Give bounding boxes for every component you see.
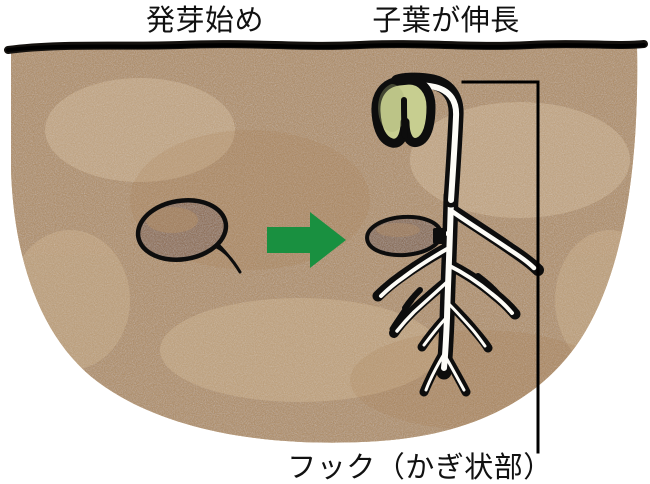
- radicle-tip: [210, 236, 242, 274]
- seed-coat-highlight: [376, 223, 420, 237]
- cotyledon-shading: [378, 84, 406, 132]
- caption-hook: フック（かぎ状部）: [287, 450, 553, 484]
- ground-surface-line: [4, 40, 648, 54]
- stage-label-cotyledon-elongation: 子葉が伸長: [372, 3, 520, 37]
- seed-coat: [365, 214, 446, 258]
- hook-pointer-line[interactable]: [461, 80, 540, 454]
- seedling: [365, 72, 544, 397]
- stage-label-germination-start: 発芽始め: [145, 3, 264, 37]
- cotyledon: [371, 75, 436, 148]
- seed-highlight: [146, 207, 198, 233]
- stage-transition-arrow: [267, 212, 346, 268]
